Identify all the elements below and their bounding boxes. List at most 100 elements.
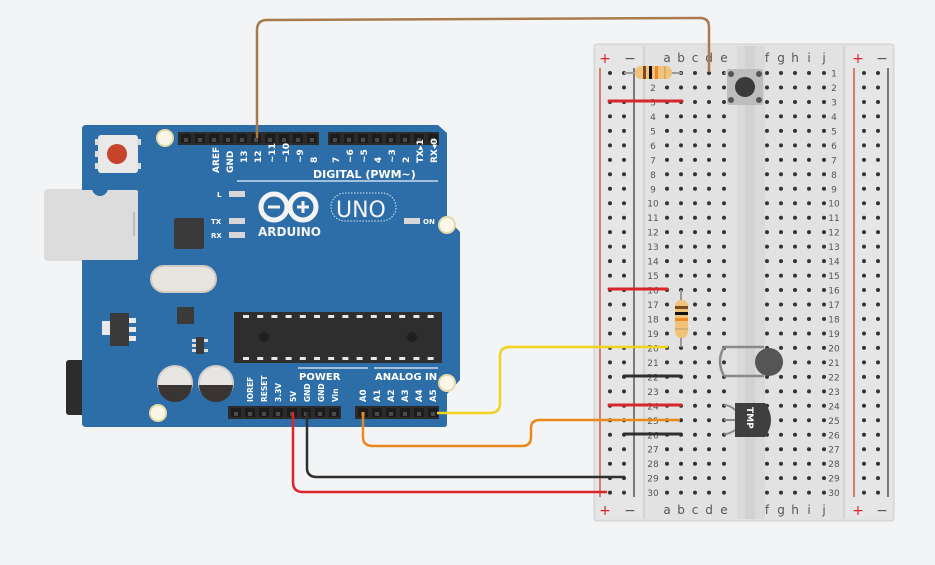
breadboard-hole[interactable] <box>707 360 711 365</box>
breadboard-hole[interactable] <box>779 157 783 162</box>
ceramic-component[interactable] <box>718 345 783 378</box>
rail-hole[interactable] <box>862 360 866 365</box>
rail-hole[interactable] <box>622 114 626 119</box>
breadboard-hole[interactable] <box>793 85 797 90</box>
breadboard-hole[interactable] <box>665 128 669 133</box>
breadboard-hole[interactable] <box>679 230 683 235</box>
rail-hole[interactable] <box>862 201 866 206</box>
breadboard-hole[interactable] <box>822 461 826 466</box>
breadboard-hole[interactable] <box>665 114 669 119</box>
breadboard-hole[interactable] <box>707 302 711 307</box>
breadboard-hole[interactable] <box>722 360 726 365</box>
rail-hole[interactable] <box>876 302 880 307</box>
breadboard-hole[interactable] <box>665 143 669 148</box>
rail-hole[interactable] <box>608 244 612 249</box>
breadboard-hole[interactable] <box>693 316 697 321</box>
breadboard-hole[interactable] <box>822 230 826 235</box>
resistor-top[interactable] <box>624 66 682 79</box>
breadboard-hole[interactable] <box>679 259 683 264</box>
breadboard-hole[interactable] <box>779 99 783 104</box>
breadboard-hole[interactable] <box>807 447 811 452</box>
breadboard-hole[interactable] <box>822 85 826 90</box>
rail-hole[interactable] <box>622 331 626 336</box>
breadboard-hole[interactable] <box>807 85 811 90</box>
breadboard-hole[interactable] <box>722 461 726 466</box>
rail-hole[interactable] <box>608 230 612 235</box>
breadboard-hole[interactable] <box>665 172 669 177</box>
breadboard-hole[interactable] <box>822 316 826 321</box>
breadboard-hole[interactable] <box>679 447 683 452</box>
breadboard-hole[interactable] <box>693 389 697 394</box>
breadboard-hole[interactable] <box>807 403 811 408</box>
breadboard-hole[interactable] <box>779 230 783 235</box>
breadboard-hole[interactable] <box>722 114 726 119</box>
wire-pin12-to-breadboard[interactable] <box>255 16 711 138</box>
breadboard-hole[interactable] <box>822 345 826 350</box>
breadboard-hole[interactable] <box>807 316 811 321</box>
breadboard-hole[interactable] <box>793 244 797 249</box>
rail-hole[interactable] <box>862 389 866 394</box>
breadboard-hole[interactable] <box>693 418 697 423</box>
breadboard-hole[interactable] <box>807 345 811 350</box>
breadboard-hole[interactable] <box>693 447 697 452</box>
breadboard-hole[interactable] <box>822 157 826 162</box>
breadboard-hole[interactable] <box>679 85 683 90</box>
breadboard-hole[interactable] <box>822 273 826 278</box>
breadboard-hole[interactable] <box>707 331 711 336</box>
breadboard-hole[interactable] <box>722 259 726 264</box>
rail-hole[interactable] <box>622 244 626 249</box>
rail-hole[interactable] <box>876 230 880 235</box>
breadboard-hole[interactable] <box>707 476 711 481</box>
breadboard-hole[interactable] <box>707 128 711 133</box>
breadboard-hole[interactable] <box>693 432 697 437</box>
breadboard-hole[interactable] <box>765 461 769 466</box>
breadboard-hole[interactable] <box>679 244 683 249</box>
breadboard-hole[interactable] <box>765 172 769 177</box>
breadboard-hole[interactable] <box>822 374 826 379</box>
rail-hole[interactable] <box>608 215 612 220</box>
breadboard-hole[interactable] <box>822 432 826 437</box>
wire-5v-to-plus-rail[interactable] <box>291 412 607 494</box>
breadboard-hole[interactable] <box>765 273 769 278</box>
rail-hole[interactable] <box>876 172 880 177</box>
rail-hole[interactable] <box>622 447 626 452</box>
breadboard-hole[interactable] <box>665 215 669 220</box>
rail-hole[interactable] <box>622 215 626 220</box>
breadboard-hole[interactable] <box>665 461 669 466</box>
breadboard-hole[interactable] <box>779 85 783 90</box>
rail-hole[interactable] <box>876 403 880 408</box>
breadboard-hole[interactable] <box>779 302 783 307</box>
rail-hole[interactable] <box>622 85 626 90</box>
breadboard-hole[interactable] <box>722 389 726 394</box>
breadboard-hole[interactable] <box>722 172 726 177</box>
breadboard-hole[interactable] <box>793 273 797 278</box>
rail-hole[interactable] <box>876 71 880 75</box>
rail-hole[interactable] <box>608 85 612 90</box>
breadboard-hole[interactable] <box>722 490 726 495</box>
breadboard-hole[interactable] <box>779 461 783 466</box>
rail-hole[interactable] <box>622 172 626 177</box>
rail-hole[interactable] <box>862 172 866 177</box>
breadboard-hole[interactable] <box>665 447 669 452</box>
breadboard-hole[interactable] <box>722 215 726 220</box>
breadboard-hole[interactable] <box>779 389 783 394</box>
breadboard-hole[interactable] <box>807 490 811 495</box>
breadboard-hole[interactable] <box>665 389 669 394</box>
rail-hole[interactable] <box>876 331 880 336</box>
breadboard-hole[interactable] <box>693 403 697 408</box>
rail-hole[interactable] <box>862 186 866 191</box>
breadboard-hole[interactable] <box>722 288 726 293</box>
breadboard-hole[interactable] <box>707 186 711 191</box>
breadboard-hole[interactable] <box>679 143 683 148</box>
breadboard-hole[interactable] <box>779 374 783 379</box>
breadboard-hole[interactable] <box>722 316 726 321</box>
breadboard-hole[interactable] <box>779 273 783 278</box>
breadboard-hole[interactable] <box>822 490 826 495</box>
breadboard-hole[interactable] <box>679 461 683 466</box>
breadboard-hole[interactable] <box>807 259 811 264</box>
breadboard-hole[interactable] <box>807 157 811 162</box>
breadboard-hole[interactable] <box>779 215 783 220</box>
breadboard-hole[interactable] <box>707 316 711 321</box>
rail-hole[interactable] <box>876 461 880 466</box>
